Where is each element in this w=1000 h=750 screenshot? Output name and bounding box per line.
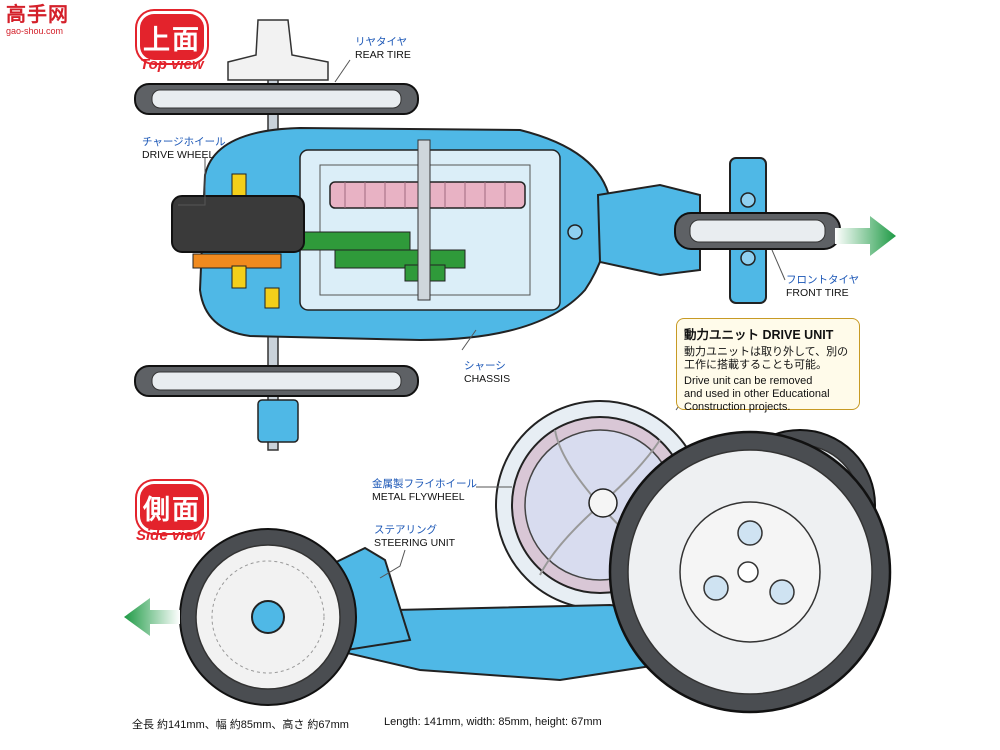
- label-rear-tire-jp: リヤタイヤ: [355, 36, 408, 48]
- rear-hub-screw-1: [737, 520, 763, 546]
- label-steering-unit: ステアリング STEERING UNIT: [374, 524, 455, 550]
- drive-unit-text-en-3: Construction projects.: [684, 401, 791, 413]
- rear-hub-bottom: [257, 399, 299, 443]
- site-logo: 高手网 gao-shou.com: [6, 4, 69, 36]
- front-pivot-screw-2: [740, 250, 756, 266]
- drive-unit-text-jp-2: 工作に搭載することも可能。: [684, 359, 827, 371]
- label-steering-unit-en: STEERING UNIT: [374, 537, 456, 549]
- label-drive-wheel: チャージホイール DRIVE WHEEL: [142, 136, 226, 162]
- drive-unit-text-en-1: Drive unit can be removed: [684, 375, 813, 387]
- label-front-tire: フロントタイヤ FRONT TIRE: [786, 274, 859, 300]
- center-shaft: [417, 139, 431, 301]
- side-view-caption: Side view: [136, 527, 205, 544]
- top-view-car: [134, 19, 896, 451]
- label-rear-tire: リヤタイヤ REAR TIRE: [355, 36, 411, 62]
- drive-unit-body: 動力ユニットは取り外して、別の 工作に搭載することも可能。 Drive unit…: [684, 346, 852, 414]
- side-view-car: [124, 400, 892, 714]
- top-view-leaders: [178, 59, 786, 351]
- drive-unit-title-jp: 動力ユニット: [684, 328, 760, 342]
- chassis-screw: [567, 224, 583, 240]
- top-view-badge: 上面: [140, 14, 204, 60]
- label-drive-wheel-jp: チャージホイール: [142, 136, 226, 148]
- green-gear-2: [334, 249, 466, 269]
- drive-unit-text-jp-1: 動力ユニットは取り外して、別の: [684, 346, 849, 358]
- drive-unit-title: 動力ユニット DRIVE UNIT: [684, 324, 852, 343]
- label-steering-unit-jp: ステアリング: [374, 524, 437, 536]
- label-rear-tire-en: REAR TIRE: [355, 49, 411, 61]
- rear-hub-screw-3: [769, 579, 795, 605]
- steering-arm-top: [596, 183, 701, 277]
- front-pivot-screw: [740, 192, 756, 208]
- label-front-tire-jp: フロントタイヤ: [786, 274, 860, 286]
- label-metal-flywheel-en: METAL FLYWHEEL: [372, 491, 465, 503]
- flywheel-hub: [588, 488, 618, 518]
- site-logo-text: 高手网: [6, 4, 69, 26]
- label-front-tire-en: FRONT TIRE: [786, 287, 849, 299]
- label-metal-flywheel-jp: 金属製フライホイール: [372, 478, 477, 490]
- side-front-hub: [251, 600, 285, 634]
- drive-wheel: [171, 195, 305, 253]
- label-metal-flywheel: 金属製フライホイール METAL FLYWHEEL: [372, 478, 477, 504]
- yellow-bushing-2: [231, 265, 247, 289]
- drive-unit-text-en-2: and used in other Educational: [684, 388, 830, 400]
- label-chassis: シャーシ CHASSIS: [464, 360, 510, 386]
- drive-unit-callout: 動力ユニット DRIVE UNIT 動力ユニットは取り外して、別の 工作に搭載す…: [676, 318, 860, 413]
- yellow-bushing-3: [264, 287, 280, 309]
- dimensions-en: Length: 141mm, width: 85mm, height: 67mm: [384, 716, 602, 728]
- top-view-caption: Top view: [140, 56, 204, 73]
- green-gear-1: [299, 231, 411, 251]
- label-chassis-jp: シャーシ: [464, 360, 506, 372]
- side-view-badge: 側面: [140, 484, 204, 530]
- direction-arrow-right: [835, 216, 896, 256]
- site-logo-url: gao-shou.com: [6, 26, 64, 36]
- rear-hub-top: [227, 19, 329, 81]
- yellow-bushing-1: [231, 173, 247, 197]
- drive-unit-title-en: DRIVE UNIT: [762, 328, 834, 342]
- label-chassis-en: CHASSIS: [464, 373, 511, 385]
- dimensions-jp: 全長 約141mm、幅 約85mm、高さ 約67mm: [132, 719, 349, 731]
- label-drive-wheel-en: DRIVE WHEEL: [142, 149, 215, 161]
- direction-arrow-left: [124, 598, 180, 636]
- rear-hub-screw-2: [703, 575, 729, 601]
